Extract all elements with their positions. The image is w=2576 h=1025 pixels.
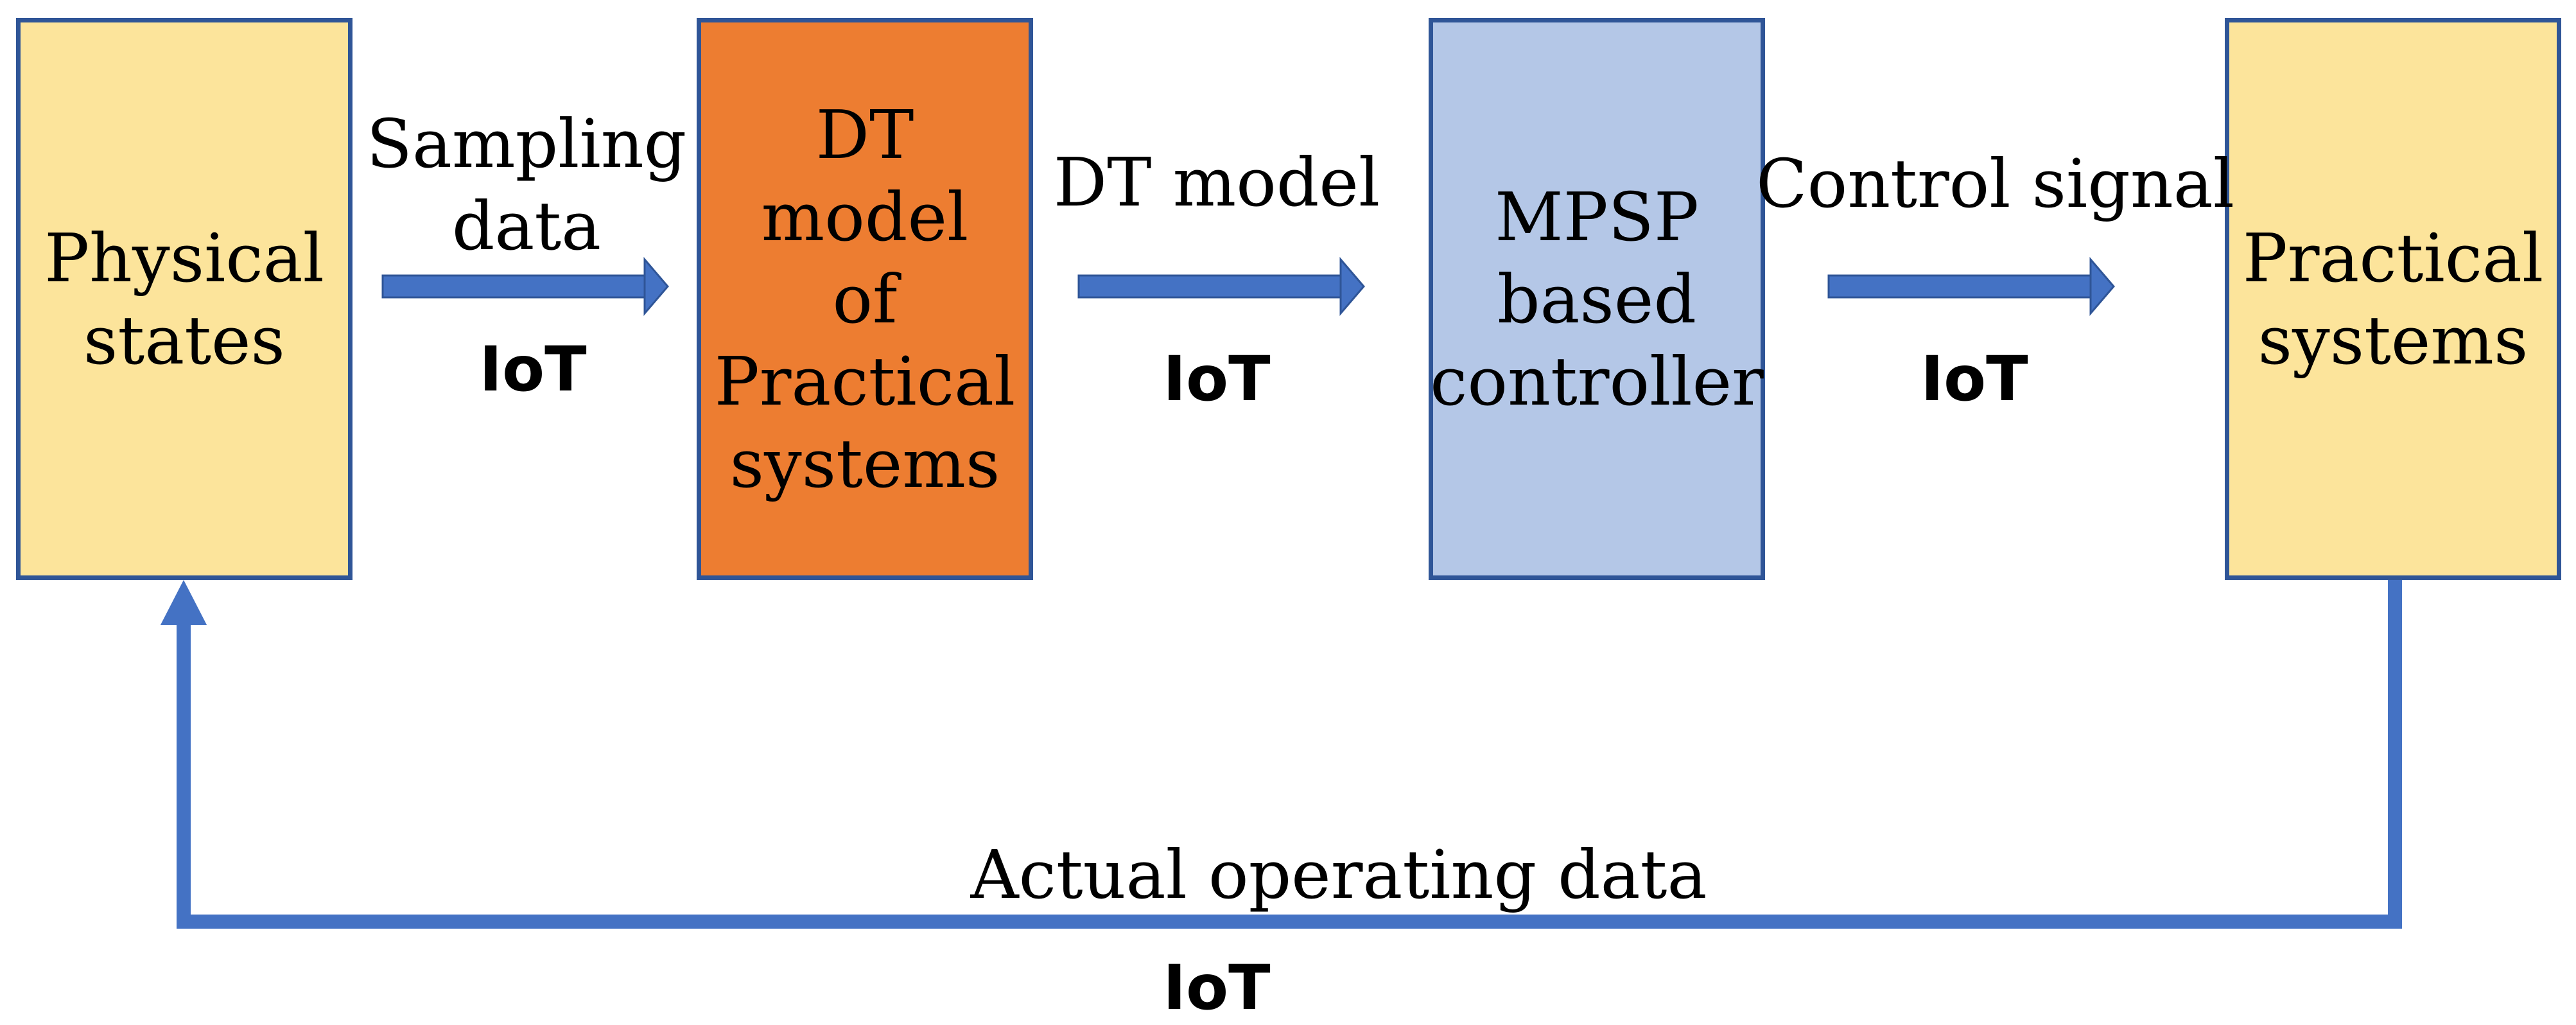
physical-states-label: Physical states xyxy=(44,217,324,381)
arrow-dt-model xyxy=(1077,256,1365,317)
iot-label-feedback: IoT xyxy=(1163,952,1271,1024)
practical-systems-line: systems xyxy=(2258,301,2528,380)
physical-states-line: Physical xyxy=(44,218,324,297)
practical-systems-block: Practical systems xyxy=(2225,18,2561,580)
sampling-data-line: Sampling xyxy=(366,105,687,183)
mpsp-controller-block: MPSP based controller xyxy=(1429,18,1765,580)
practical-systems-label: Practical systems xyxy=(2243,217,2544,381)
arrow-sampling-data xyxy=(381,256,669,317)
arrow-control-signal xyxy=(1827,256,2115,317)
physical-states-block: Physical states xyxy=(16,18,352,580)
arrow-feedback-loop xyxy=(161,580,2402,929)
dt-model-line: systems xyxy=(729,424,1000,503)
iot-label-dt-model: IoT xyxy=(1163,343,1271,415)
physical-states-line: states xyxy=(83,301,285,380)
sampling-data-label: Sampling data xyxy=(360,103,693,267)
sampling-data-line: data xyxy=(451,187,602,265)
iot-label-sampling: IoT xyxy=(479,333,587,405)
dt-model-label: DT model of Practical systems xyxy=(715,94,1016,505)
dt-model-line: model xyxy=(761,177,969,256)
dt-model-line: of xyxy=(832,259,898,338)
practical-systems-line: Practical xyxy=(2242,218,2544,297)
dt-model-line: DT xyxy=(815,95,914,174)
dt-model-line: Practical xyxy=(714,342,1016,421)
dt-model-block: DT model of Practical systems xyxy=(697,18,1033,580)
iot-label-control: IoT xyxy=(1920,343,2028,415)
dt-model-edge-label: DT model xyxy=(1053,143,1380,222)
mpsp-controller-label: MPSP based controller xyxy=(1430,176,1764,423)
mpsp-controller-line: MPSP xyxy=(1495,177,1699,256)
actual-operating-data-label: Actual operating data xyxy=(970,836,1707,914)
mpsp-controller-line: controller xyxy=(1430,342,1764,421)
control-signal-label: Control signal xyxy=(1756,145,2235,223)
mpsp-controller-line: based xyxy=(1497,259,1697,338)
